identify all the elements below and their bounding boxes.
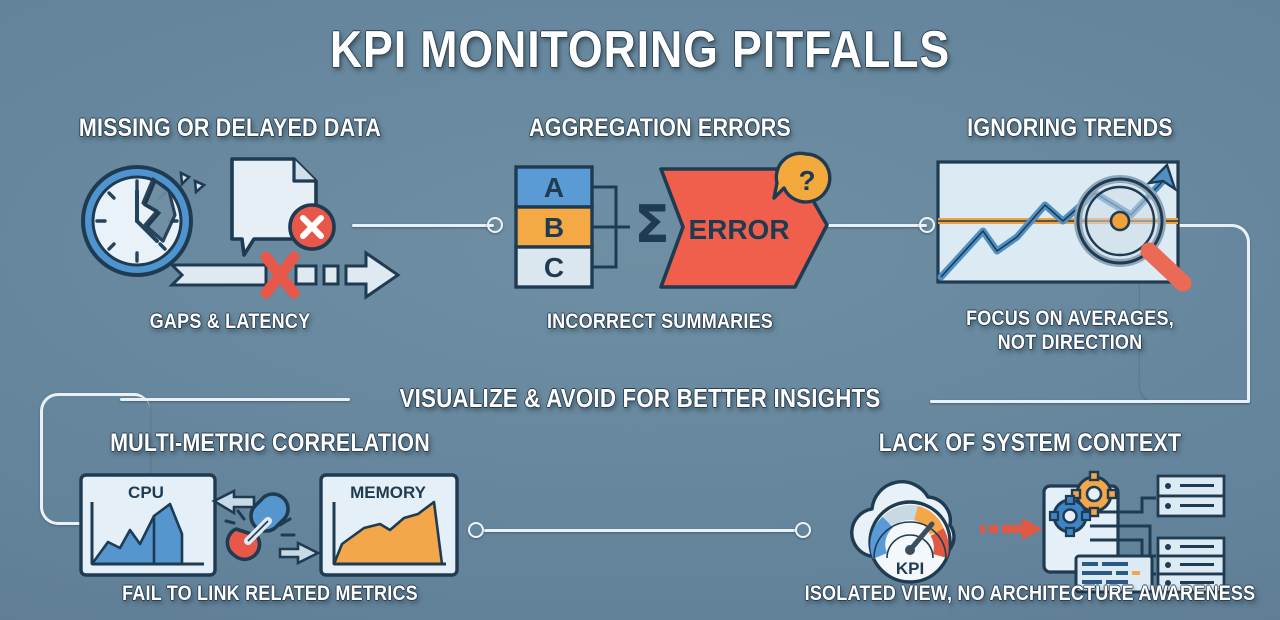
section-lack-of-system-context: LACK OF SYSTEM CONTEXT KPI bbox=[805, 429, 1256, 615]
section-multi-metric-correlation: MULTI-METRIC CORRELATION CPU bbox=[60, 430, 480, 615]
section-missing-or-delayed-data: MISSING OR DELAYED DATA bbox=[35, 115, 425, 345]
cpu-chart-label: CPU bbox=[128, 483, 164, 502]
section-caption-aggregation-errors: INCORRECT SUMMARIES bbox=[546, 310, 774, 333]
connector-elbow-right bbox=[1140, 224, 1250, 402]
abc-blocks-icon: A B C Σ bbox=[514, 165, 670, 289]
connector-line-1 bbox=[352, 224, 494, 227]
connector-line-band-left bbox=[120, 398, 350, 401]
terminal-icon bbox=[1074, 554, 1154, 594]
cloud-gauge-icon: KPI bbox=[850, 480, 956, 584]
section-caption-multi-metric-correlation: FAIL TO LINK RELATED METRICS bbox=[122, 582, 418, 605]
connector-node-2 bbox=[919, 217, 935, 233]
question-mark-label: ? bbox=[798, 165, 815, 196]
document-error-icon bbox=[230, 157, 336, 257]
page-title: KPI MONITORING PITFALLS bbox=[329, 21, 951, 79]
band-label: VISUALIZE & AVOID FOR BETTER INSIGHTS bbox=[399, 383, 881, 413]
magnifier-icon bbox=[1074, 175, 1192, 292]
section-heading-multi-metric-correlation: MULTI-METRIC CORRELATION bbox=[110, 429, 430, 457]
svg-text:B: B bbox=[544, 212, 564, 243]
cpu-chart-icon: CPU bbox=[79, 473, 217, 577]
connector-line-2 bbox=[790, 224, 927, 227]
gauge-label: KPI bbox=[896, 559, 924, 578]
sigma-symbol: Σ bbox=[634, 195, 670, 255]
broken-clock-icon bbox=[81, 165, 207, 277]
connector-line-band-right bbox=[930, 400, 1250, 403]
connector-line-3 bbox=[484, 529, 797, 532]
gear-icon bbox=[1048, 494, 1092, 538]
gear-icon bbox=[1070, 470, 1118, 518]
section-ignoring-trends: IGNORING TRENDS FOCUS ON AVERAGES, NOT D… bbox=[890, 115, 1250, 365]
question-bubble-icon: ? bbox=[772, 151, 832, 204]
svg-text:A: A bbox=[544, 172, 564, 203]
section-caption-lack-of-system-context: ISOLATED VIEW, NO ARCHITECTURE AWARENESS bbox=[804, 582, 1256, 605]
section-heading-ignoring-trends: IGNORING TRENDS bbox=[967, 114, 1173, 142]
section-heading-missing-or-delayed-data: MISSING OR DELAYED DATA bbox=[78, 114, 382, 142]
arrow-left-icon bbox=[211, 488, 256, 516]
connector-node-4 bbox=[795, 522, 811, 538]
connector-node-1 bbox=[487, 217, 503, 233]
connector-node-3 bbox=[468, 522, 484, 538]
section-caption-ignoring-trends: FOCUS ON AVERAGES, NOT DIRECTION bbox=[966, 307, 1174, 354]
section-aggregation-errors: AGGREGATION ERRORS A B C Σ ERROR bbox=[470, 115, 850, 345]
error-label: ERROR bbox=[688, 214, 789, 245]
system-architecture-icon bbox=[1042, 470, 1226, 594]
error-chevron-icon: ERROR bbox=[659, 167, 829, 289]
red-arrow-icon bbox=[980, 518, 1042, 540]
trend-chart-icon bbox=[936, 160, 1192, 292]
server-rack-icon bbox=[1156, 474, 1226, 518]
section-heading-lack-of-system-context: LACK OF SYSTEM CONTEXT bbox=[878, 429, 1182, 457]
broken-arrow-icon bbox=[168, 250, 401, 300]
memory-chart-icon: MEMORY bbox=[319, 473, 459, 577]
memory-chart-label: MEMORY bbox=[350, 483, 427, 502]
section-caption-missing-or-delayed-data: GAPS & LATENCY bbox=[149, 310, 311, 333]
arrow-right-icon bbox=[278, 540, 321, 566]
svg-text:C: C bbox=[544, 252, 564, 283]
section-heading-aggregation-errors: AGGREGATION ERRORS bbox=[529, 114, 791, 142]
broken-chain-icon bbox=[211, 488, 321, 566]
